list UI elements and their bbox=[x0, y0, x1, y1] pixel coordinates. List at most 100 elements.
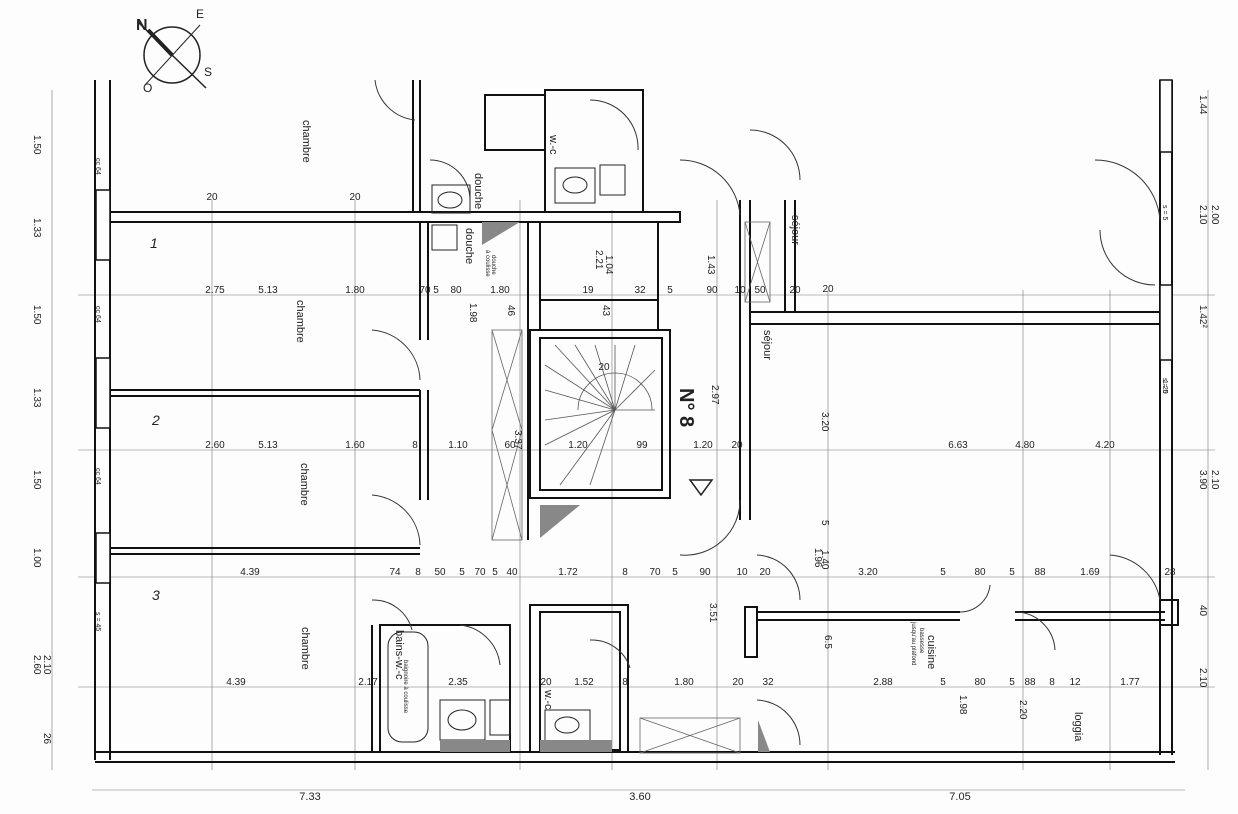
unit-label: N° 8 bbox=[675, 388, 697, 427]
row-dim-label: 8 bbox=[622, 567, 628, 578]
row-dim-label: 50 bbox=[434, 567, 446, 578]
row-dim-label: 5.13 bbox=[258, 285, 278, 296]
room-wc-2: w.-c bbox=[542, 689, 554, 710]
row-dim-label: 19 bbox=[582, 285, 594, 296]
row-dim-label: 12 bbox=[1069, 677, 1081, 688]
room-sejour-2: séjour bbox=[761, 330, 773, 360]
misc-dim-label: 20 bbox=[206, 192, 218, 203]
compass-east: E bbox=[196, 7, 204, 21]
room-chambre-1: chambre bbox=[300, 120, 312, 163]
room-sejour-1: séjour bbox=[789, 215, 801, 245]
row-dim-label: 2.88 bbox=[873, 677, 893, 688]
row-dim-label: 2.35 bbox=[448, 677, 468, 688]
left-dim: 1.50 bbox=[31, 305, 42, 325]
row-dim-label: 4.39 bbox=[240, 567, 260, 578]
room-chambre-2: chambre bbox=[294, 300, 306, 343]
right-dim: 1.42² bbox=[1197, 305, 1208, 328]
misc-dim-label: 43 bbox=[600, 305, 611, 317]
row-dim-label: 8 bbox=[412, 440, 418, 451]
hand-mark-1: 1 bbox=[150, 235, 158, 251]
row-dim-label: 2.60 bbox=[205, 440, 225, 451]
row-dim-label: 20 bbox=[732, 677, 744, 688]
compass-north: N bbox=[136, 17, 148, 34]
row-dim-label: 5 bbox=[672, 567, 678, 578]
row-dim-label: 8 bbox=[1049, 677, 1055, 688]
misc-dim-label: 1.43 bbox=[705, 255, 716, 275]
row-dim-label: 5 bbox=[940, 677, 946, 688]
right-dim: 1.44 bbox=[1197, 95, 1208, 115]
bottom-dimensions: 7.33 3.60 7.05 bbox=[299, 791, 970, 803]
room-bains-wc: bains-w.-c bbox=[393, 630, 405, 680]
row-dim-label: 6.63 bbox=[948, 440, 968, 451]
misc-dim-label: 46 bbox=[505, 305, 516, 317]
right-dim: 2.10 bbox=[1209, 470, 1220, 490]
row-dim-label: 80 bbox=[450, 285, 462, 296]
compass-west: O bbox=[143, 81, 152, 95]
row-dim-label: 1.10 bbox=[448, 440, 468, 451]
right-dim: 2.10 bbox=[1197, 205, 1208, 225]
misc-dim-label: cc 64 bbox=[94, 158, 101, 175]
compass-icon: N E S O bbox=[136, 7, 212, 95]
row-dim-label: 3.20 bbox=[858, 567, 878, 578]
row-dim-label: 10 bbox=[734, 285, 746, 296]
room-cuisine: cuisine bbox=[925, 635, 937, 669]
row-dim-label: 5 bbox=[433, 285, 439, 296]
row-dim-label: 32 bbox=[634, 285, 646, 296]
row-dim-label: 8 bbox=[622, 677, 628, 688]
note-cuisine-sub2: jusqu'au plafond bbox=[910, 621, 916, 666]
staircase bbox=[544, 344, 656, 486]
left-dim: 1.00 bbox=[31, 548, 42, 568]
bottom-dim: 3.60 bbox=[629, 791, 650, 803]
right-dimensions: 1.44 2.10 2.00 1.42² 3.90 2.10 40 2.10 bbox=[1197, 95, 1220, 688]
row-dim-label: 1.60 bbox=[345, 440, 365, 451]
note-bains: baignoire à coulisse bbox=[402, 660, 408, 714]
row-dim-label: 80 bbox=[974, 677, 986, 688]
misc-dim-label: 1.20 bbox=[1161, 380, 1168, 394]
walls bbox=[94, 80, 1179, 763]
row-dim-label: 1.77 bbox=[1120, 677, 1140, 688]
hand-mark-2: 2 bbox=[151, 412, 160, 428]
row-dim-label: 20 bbox=[759, 567, 771, 578]
bottom-dim: 7.05 bbox=[949, 791, 970, 803]
left-dim: 1.50 bbox=[31, 470, 42, 490]
row-dim-label: 90 bbox=[706, 285, 718, 296]
row-dim-label: 1.80 bbox=[674, 677, 694, 688]
row-dim-label: 1.20 bbox=[693, 440, 713, 451]
right-dim: 2.10 bbox=[1197, 668, 1208, 688]
misc-dim-label: cc 64 bbox=[94, 306, 101, 323]
row-dim-label: 60 bbox=[504, 440, 516, 451]
row-dim-label: 5 bbox=[940, 567, 946, 578]
misc-dim-label: 1.40 bbox=[819, 550, 830, 570]
row-dim-label: 8 bbox=[415, 567, 421, 578]
misc-dim-label: 1.96 bbox=[812, 548, 823, 568]
misc-dim-label: 3.20 bbox=[819, 412, 830, 432]
misc-dim-label: 6.5 bbox=[822, 635, 833, 649]
note-douche-2: à coulisse bbox=[484, 250, 490, 277]
misc-dim-label: 20 bbox=[822, 284, 834, 295]
row-dim-label: 88 bbox=[1024, 677, 1036, 688]
wall-hatching bbox=[440, 222, 770, 752]
shafts bbox=[491, 221, 771, 754]
row-dim-label: 5 bbox=[1009, 567, 1015, 578]
row-dim-label: 2.17 bbox=[358, 677, 378, 688]
left-dim: 1.50 bbox=[31, 135, 42, 155]
bottom-dim: 7.33 bbox=[299, 791, 320, 803]
row-dim-label: 2.75 bbox=[205, 285, 225, 296]
left-dim: 2.60 bbox=[31, 655, 42, 675]
misc-dim-label: 2.97 bbox=[709, 385, 720, 405]
handwritten-marks: 1 2 3 bbox=[150, 235, 160, 603]
misc-dim-label: 20 bbox=[598, 362, 610, 373]
left-dim: 1.33 bbox=[31, 218, 42, 238]
misc-dim-label: 1.04 bbox=[603, 255, 614, 275]
row-dim-label: 90 bbox=[699, 567, 711, 578]
misc-dim-label: s = 45 bbox=[94, 612, 101, 631]
row-dim-label: 1.69 bbox=[1080, 567, 1100, 578]
misc-dim-label: cc 64 bbox=[94, 468, 101, 485]
row-dim-label: 5 bbox=[492, 567, 498, 578]
room-labels: chambre chambre chambre chambre douche d… bbox=[294, 120, 1084, 742]
row-dim-label: 5 bbox=[667, 285, 673, 296]
misc-dim-label: s = 5 bbox=[1161, 205, 1168, 220]
windows bbox=[95, 79, 1173, 584]
left-dim: 2.10 bbox=[41, 655, 52, 675]
